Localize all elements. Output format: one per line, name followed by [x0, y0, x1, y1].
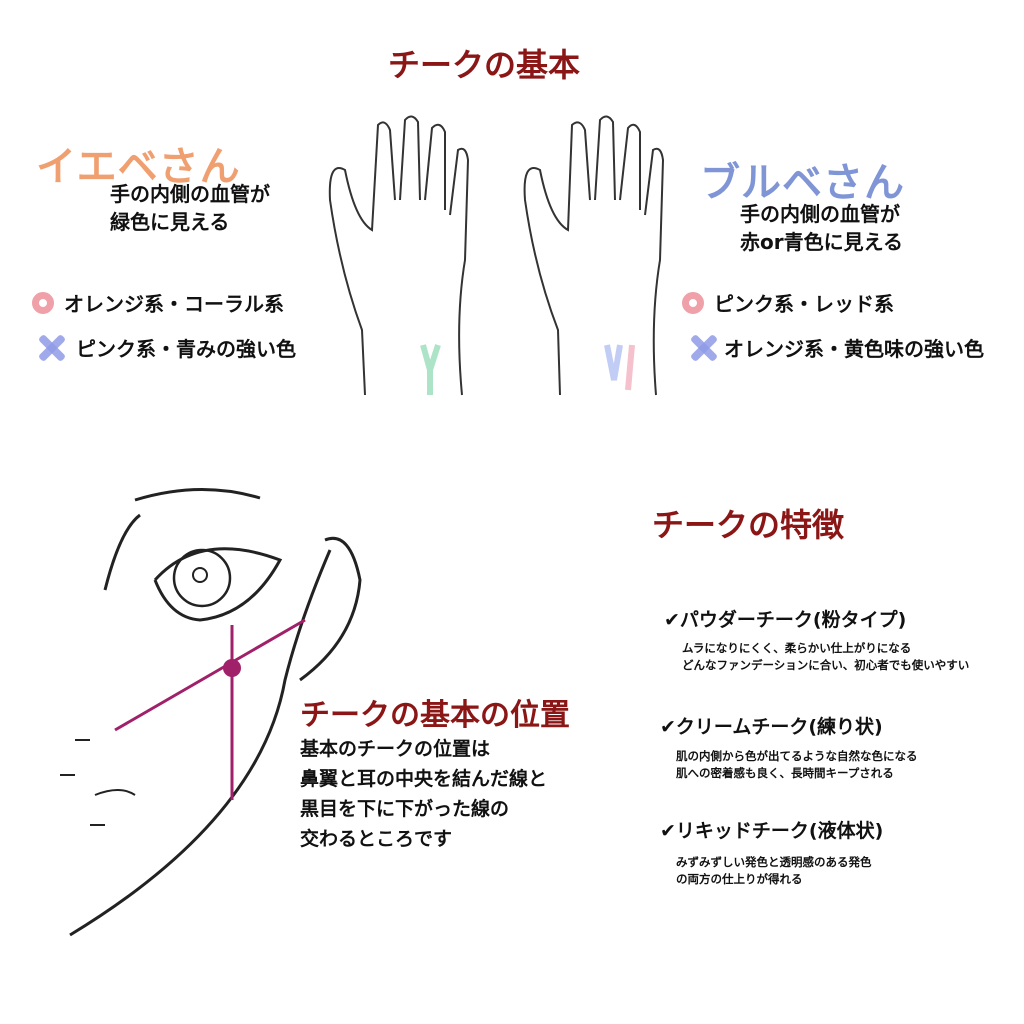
good-label: オレンジ系・コーラル系 [64, 292, 284, 316]
position-line: 交わるところです [300, 828, 453, 850]
bad-label: ピンク系・青みの強い色 [76, 336, 296, 361]
position-line: 黒目を下に下がった線の [300, 798, 510, 820]
right-hand-drawing [523, 115, 665, 396]
face-drawing [60, 488, 362, 937]
cross-icon [36, 332, 66, 362]
position-line: 基本のチークの位置は [300, 738, 491, 760]
desc-line: 肌の内側から色が出てるような自然な色になる [676, 749, 918, 763]
blue-base-desc: 手の内側の血管が 赤or青色に見える [740, 200, 903, 256]
feature-name: ✔クリームチーク(練り状) [660, 716, 883, 738]
features-title: チークの特徴 [652, 506, 845, 544]
page-title: チークの基本 [388, 46, 581, 84]
cheek-point-marker [223, 659, 241, 677]
right-vein-icon [604, 344, 635, 391]
blue-base-bad: オレンジ系・黄色味の強い色 [688, 332, 984, 362]
feature-desc: みずみずしい発色と透明感のある発色の両方の仕上りが得れる [676, 854, 872, 888]
feature-desc: ムラになりにくく、柔らかい仕上がりになるどんなファンデーションに合い、初心者でも… [682, 640, 969, 674]
position-desc: 基本のチークの位置は 鼻翼と耳の中央を結んだ線と 黒目を下に下がった線の 交わる… [300, 734, 547, 854]
desc-line: 手の内側の血管が [740, 202, 900, 226]
position-line: 鼻翼と耳の中央を結んだ線と [300, 768, 548, 790]
yellow-base-bad: ピンク系・青みの強い色 [36, 332, 296, 362]
desc-line: ムラになりにくく、柔らかい仕上がりになる [682, 641, 912, 655]
good-label: ピンク系・レッド系 [714, 292, 894, 316]
left-hand-drawing [328, 115, 470, 396]
feature-name: ✔パウダーチーク(粉タイプ) [664, 609, 907, 631]
blue-base-good: ピンク系・レッド系 [682, 288, 894, 317]
circle-icon [682, 291, 704, 314]
position-title: チークの基本の位置 [300, 698, 570, 733]
cross-icon [688, 332, 718, 362]
feature-name: ✔リキッドチーク(液体状) [660, 820, 884, 842]
desc-line: の両方の仕上りが得れる [676, 872, 803, 886]
desc-line: 赤or青色に見える [740, 230, 904, 254]
desc-line: 肌への密着感も良く、長時間キープされる [676, 766, 894, 780]
desc-line: どんなファンデーションに合い、初心者でも使いやすい [682, 658, 970, 672]
yellow-base-good: オレンジ系・コーラル系 [32, 288, 284, 317]
bad-label: オレンジ系・黄色味の強い色 [724, 336, 984, 361]
desc-line: 手の内側の血管が [110, 182, 270, 206]
feature-desc: 肌の内側から色が出てるような自然な色になる肌への密着感も良く、長時間キープされる [676, 748, 918, 782]
yellow-base-label: イエベさん [36, 144, 241, 190]
desc-line: みずみずしい発色と透明感のある発色 [676, 855, 872, 869]
cheek-guide-lines [114, 618, 306, 800]
yellow-base-desc: 手の内側の血管が 緑色に見える [110, 180, 270, 236]
left-vein-icon [420, 344, 441, 395]
circle-icon [32, 291, 54, 314]
blue-base-label: ブルベさん [700, 160, 905, 206]
desc-line: 緑色に見える [110, 210, 230, 234]
